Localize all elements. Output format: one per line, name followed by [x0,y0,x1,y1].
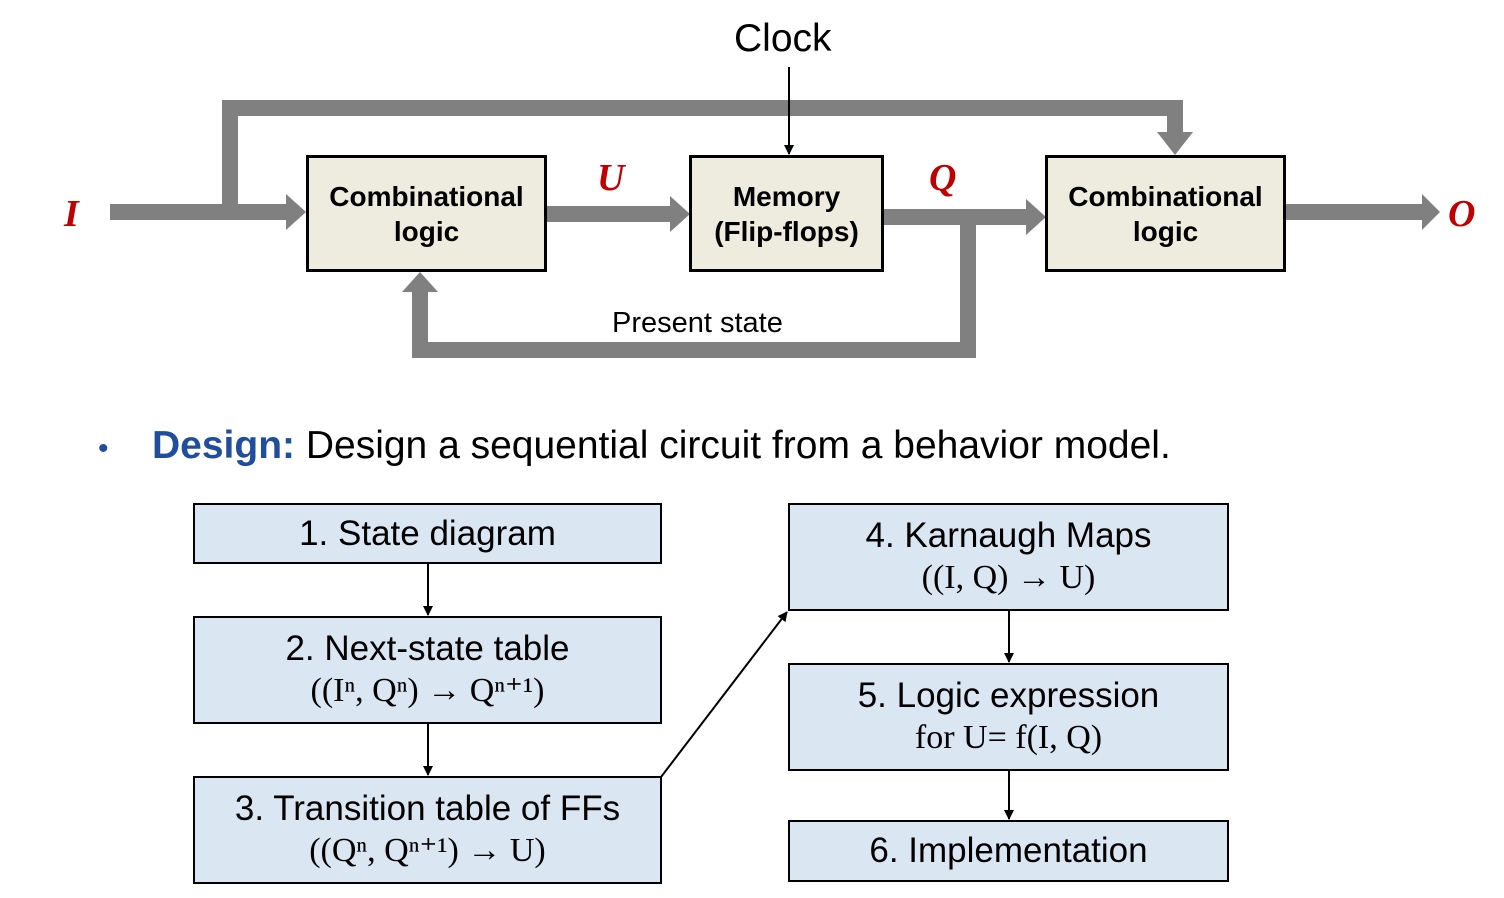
signal-input-label: I [64,193,79,235]
step-formula: for U= f(I, Q) [914,719,1103,756]
block-line-1: Memory [732,180,841,212]
step-transition-table: 3. Transition table of FFs ((Qⁿ, Qⁿ⁺¹) →… [193,776,662,884]
step-state-diagram: 1. State diagram [193,503,662,564]
step-title: 3. Transition table of FFs [234,789,621,828]
arrowhead-comb-in [286,194,306,230]
combinational-logic-input-block: Combinational logic [306,155,547,272]
step-next-state-table: 2. Next-state table ((Iⁿ, Qⁿ) → Qⁿ⁺¹) [193,616,662,724]
step-formula: ((I, Q) → U) [921,559,1096,596]
block-line-1: Combinational [1068,180,1263,212]
flow-arrow-3-4 [660,611,788,778]
design-bullet: • Design: Design a sequential circuit fro… [98,420,1171,475]
step-formula: ((Iⁿ, Qⁿ) → Qⁿ⁺¹) [310,672,545,709]
step-logic-expression: 5. Logic expression for U= f(I, Q) [788,663,1229,771]
step-title: 4. Karnaugh Maps [865,516,1152,555]
signal-next-label: U [597,157,625,199]
wire-present-state [412,217,976,358]
block-line-1: Combinational [329,180,524,212]
block-line-2: logic [393,215,460,247]
combinational-logic-output-block: Combinational logic [1045,155,1286,272]
signal-output-label: O [1448,193,1476,235]
step-karnaugh-maps: 4. Karnaugh Maps ((I, Q) → U) [788,503,1229,611]
arrowhead-comb-out [1026,199,1046,235]
arrowhead-memory [670,196,690,232]
memory-flip-flops-block: Memory (Flip-flops) [689,155,884,272]
clock-label: Clock [734,17,832,60]
step-formula: ((Qⁿ, Qⁿ⁺¹) → U) [309,832,546,869]
block-line-2: logic [1132,215,1199,247]
step-title: 5. Logic expression [857,676,1160,715]
step-title: 6. Implementation [869,831,1148,870]
arrowhead-feedforward [1157,132,1193,155]
block-line-2: (Flip-flops) [714,215,859,247]
bullet-text: Design a sequential circuit from a behav… [295,424,1171,467]
signal-state-label: Q [929,157,957,199]
arrowhead-output [1422,194,1440,230]
step-title: 2. Next-state table [285,629,570,668]
bullet-key: Design: [152,424,296,467]
wire-feedforward-top [222,100,1183,212]
arrowhead-present-state [402,272,438,292]
step-implementation: 6. Implementation [788,820,1229,882]
bullet-dot: • [98,432,109,465]
present-state-label: Present state [612,307,783,339]
step-title: 1. State diagram [299,513,556,553]
